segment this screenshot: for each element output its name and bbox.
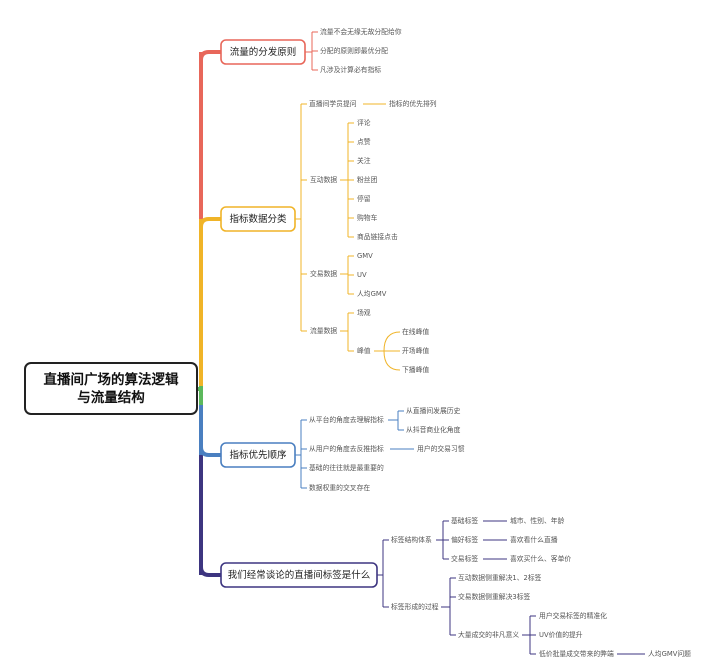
branch-metric-categories-label: 指标数据分类 (229, 213, 287, 225)
metric-question-sub: 指标的优先排列 (389, 99, 437, 108)
tag-type: 基础标签 (451, 516, 478, 525)
tag-type: 偏好标签 (451, 535, 478, 544)
spine-yellow (199, 219, 203, 387)
branch-metric-priority-label: 指标优先顺序 (229, 449, 287, 461)
interaction-item: 关注 (357, 156, 371, 165)
branch-live-tags-label: 我们经常谈论的直播间标签是什么 (228, 569, 371, 581)
principle-item: 流量不会无缘无故分配给你 (320, 27, 402, 36)
spine-green (199, 386, 203, 406)
tag-step: 大量成交的非凡意义 (458, 630, 519, 639)
traffic-item: 峰值 (357, 346, 371, 355)
interaction-item: 评论 (357, 118, 371, 127)
tag-step-sub: 用户交易标签的精准化 (539, 611, 607, 620)
root-title-line1: 直播间广场的算法逻辑 (44, 371, 179, 388)
spine-turn-indigo (199, 566, 221, 577)
tag-desc: 喜欢买什么、客单价 (510, 554, 571, 563)
interaction-item: 粉丝团 (357, 175, 378, 184)
priority-weight: 数据权重的交叉存在 (309, 483, 370, 492)
interaction-item: 点赞 (357, 137, 371, 146)
tag-step-sub: 低价批量成交带来的弊端 (539, 649, 614, 658)
interaction-item: 商品链接点击 (357, 232, 398, 241)
transaction-item: 人均GMV (357, 289, 387, 298)
tag-step: 交易数据侧重解决3标签 (458, 592, 530, 601)
principle-item: 分配的原则即最优分配 (320, 46, 388, 55)
principle-item: 凡涉及计算必有指标 (320, 65, 381, 74)
interaction-item: 购物车 (357, 213, 378, 222)
peak-curve (383, 331, 401, 352)
spine-turn-blue (199, 446, 221, 457)
priority-user: 从用户的角度去反推指标 (309, 444, 384, 453)
metric-interaction: 互动数据 (310, 175, 337, 184)
priority-platform-sub: 从抖音商业化角度 (406, 425, 461, 434)
peak-item: 开场峰值 (402, 346, 429, 355)
priority-platform: 从平台的角度去理解指标 (309, 415, 384, 424)
spine-turn-yellow (199, 217, 221, 228)
tag-step-tail: 人均GMV问题 (648, 649, 691, 658)
peak-item: 在线峰值 (402, 327, 429, 336)
transaction-item: GMV (357, 252, 373, 260)
tag-structure: 标签结构体系 (391, 535, 432, 544)
tag-formation: 标签形成的过程 (391, 602, 439, 611)
root-node[interactable] (24, 362, 198, 415)
branch-traffic-principles-label: 流量的分发原则 (230, 46, 297, 58)
spine-blue (199, 405, 203, 455)
metric-question: 直播间学员提问 (309, 99, 357, 108)
spine-indigo (199, 405, 203, 575)
peak-curve (383, 350, 401, 371)
metric-traffic: 流量数据 (310, 326, 337, 335)
tag-step: 互动数据侧重解决1、2标签 (458, 573, 542, 582)
transaction-item: UV (357, 271, 367, 279)
spine-turn-red (199, 50, 221, 61)
priority-basic: 基础的往往就是最重要的 (309, 463, 384, 472)
priority-platform-sub: 从直播间发展历史 (406, 406, 461, 415)
tag-type: 交易标签 (451, 554, 478, 563)
tag-desc: 喜欢看什么直播 (510, 535, 558, 544)
peak-item: 下播峰值 (402, 365, 429, 374)
priority-user-sub: 用户的交易习惯 (417, 444, 465, 453)
root-title-line2: 与流量结构 (77, 389, 145, 406)
tag-desc: 城市、性别、年龄 (510, 516, 565, 525)
tag-step-sub: UV价值的提升 (539, 630, 583, 639)
traffic-item: 场观 (357, 308, 371, 317)
metric-transaction: 交易数据 (310, 269, 337, 278)
interaction-item: 停留 (357, 194, 371, 203)
